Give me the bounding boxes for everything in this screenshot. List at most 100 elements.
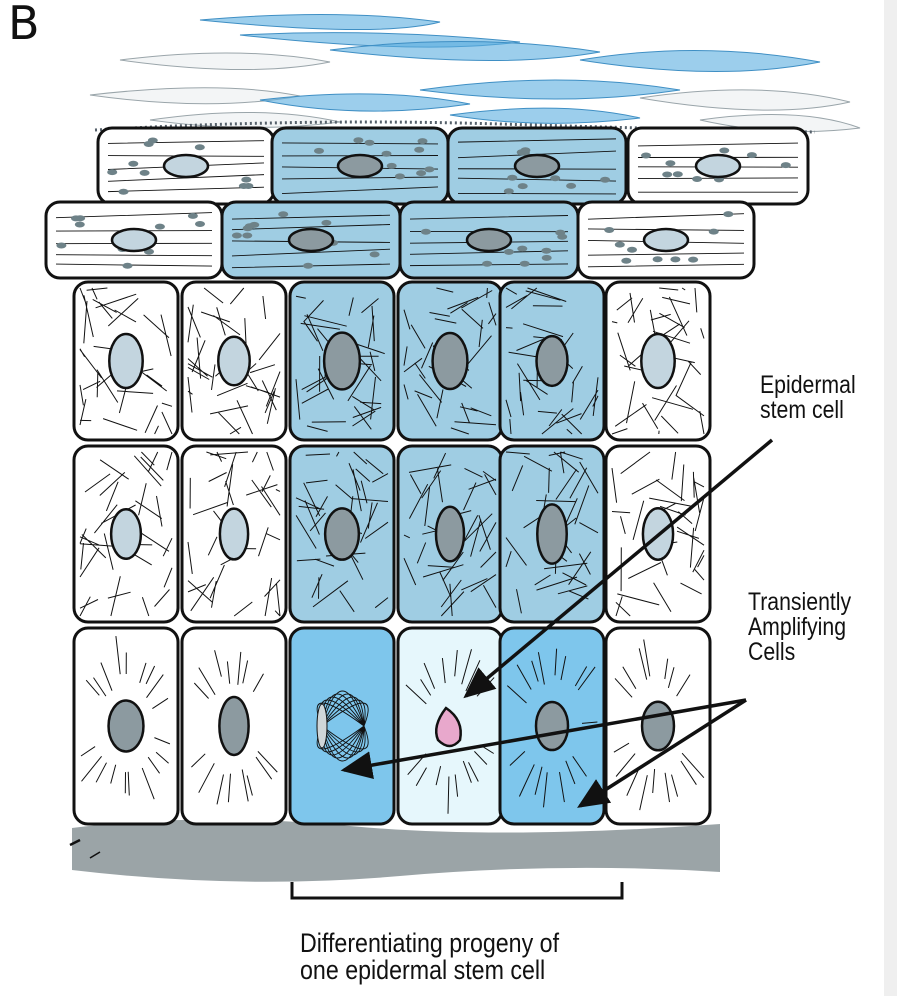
corneum-flake-labeled — [200, 14, 440, 29]
keratohyalin-granule — [314, 148, 324, 154]
keratohyalin-granule — [641, 153, 651, 159]
cell-nucleus — [537, 336, 568, 386]
cell-nucleus — [324, 333, 360, 390]
caption: Differentiating progeny of one epidermal… — [300, 930, 559, 984]
corneum-flake-labeled — [450, 108, 640, 123]
keratohyalin-granule — [600, 177, 610, 183]
chromosomes — [317, 704, 327, 748]
corneum-flake-labeled — [420, 80, 680, 99]
keratohyalin-granule — [615, 242, 625, 248]
keratohyalin-granule — [242, 233, 252, 239]
keratohyalin-granule — [418, 138, 428, 144]
basement-membrane — [72, 819, 720, 881]
keratohyalin-granule — [670, 256, 680, 262]
keratohyalin-granule — [382, 151, 392, 157]
cell-nucleus — [325, 508, 359, 559]
keratohyalin-granule — [155, 224, 165, 230]
keratohyalin-granule — [278, 211, 288, 217]
keratohyalin-granule — [566, 183, 576, 189]
granular-nucleus — [338, 155, 382, 177]
keratohyalin-granule — [56, 243, 66, 249]
keratohyalin-granule — [421, 229, 431, 235]
keratohyalin-granule — [424, 166, 434, 172]
keratohyalin-granule — [75, 222, 85, 228]
keratohyalin-granule — [504, 249, 514, 255]
corneum-flake — [150, 112, 340, 127]
stem-cell-label-line: stem cell — [760, 398, 856, 423]
keratohyalin-granule — [119, 189, 129, 195]
keratohyalin-granule — [555, 230, 565, 236]
keratohyalin-granule — [550, 175, 560, 181]
keratohyalin-granule — [520, 261, 530, 267]
stem-cell-label: Epidermal stem cell — [760, 373, 856, 423]
cell-nucleus — [433, 333, 468, 389]
ta-cells-label: Transiently Amplifying Cells — [748, 590, 851, 665]
keratohyalin-granule — [723, 211, 733, 217]
keratohyalin-granule — [507, 175, 517, 181]
granular-nucleus — [467, 229, 511, 251]
cell-nucleus — [536, 702, 568, 750]
keratohyalin-granule — [140, 170, 150, 176]
cell-nucleus — [436, 507, 464, 562]
cell-nucleus — [641, 334, 674, 388]
corneum-flake-labeled — [580, 50, 820, 71]
keratohyalin-granule — [416, 170, 426, 176]
keratohyalin-granule — [232, 233, 242, 239]
keratohyalin-granule — [692, 176, 702, 182]
keratohyalin-granule — [128, 161, 138, 167]
keratohyalin-granule — [542, 255, 552, 261]
panel-label: B — [8, 0, 40, 46]
keratohyalin-granule — [239, 183, 249, 189]
ta-cells-label-line: Transiently — [748, 590, 851, 615]
keratohyalin-granule — [195, 221, 205, 227]
keratohyalin-granule — [541, 248, 551, 254]
granular-nucleus — [515, 155, 559, 177]
keratohyalin-granule — [627, 247, 637, 253]
keratohyalin-granule — [518, 183, 528, 189]
keratohyalin-granule — [719, 148, 729, 154]
corneum-flake — [120, 53, 330, 70]
right-edge-strip — [884, 0, 897, 996]
granular-nucleus — [289, 229, 333, 251]
keratohyalin-granule — [245, 223, 255, 229]
keratohyalin-granule — [123, 263, 133, 269]
keratohyalin-granule — [365, 140, 375, 146]
ta-cell — [290, 628, 394, 824]
keratohyalin-granule — [781, 162, 791, 168]
caption-line: one epidermal stem cell — [300, 957, 559, 984]
caption-line: Differentiating progeny of — [300, 930, 559, 957]
corneum-flake-labeled — [260, 94, 470, 111]
ta-cells-label-line: Amplifying — [748, 615, 851, 640]
cell-nucleus — [220, 509, 248, 560]
ta-cells-label-line: Cells — [748, 640, 851, 665]
clone-bracket — [292, 882, 622, 898]
cell-nucleus — [219, 697, 248, 755]
keratohyalin-granule — [504, 188, 514, 194]
keratohyalin-granule — [188, 213, 198, 219]
keratohyalin-granule — [370, 251, 380, 257]
keratohyalin-granule — [517, 246, 527, 252]
corneum-flake — [640, 90, 850, 110]
keratohyalin-granule — [353, 137, 363, 143]
keratohyalin-granule — [387, 163, 397, 169]
cell-nucleus — [111, 509, 141, 559]
keratohyalin-granule — [414, 147, 424, 153]
keratohyalin-granule — [604, 227, 614, 233]
keratohyalin-granule — [673, 171, 683, 177]
granular-nucleus — [644, 229, 688, 251]
cell-nucleus — [537, 504, 566, 563]
keratohyalin-granule — [303, 263, 313, 269]
keratohyalin-granule — [662, 172, 672, 178]
cell-nucleus — [109, 701, 144, 752]
granular-nucleus — [164, 155, 208, 177]
keratohyalin-granule — [395, 173, 405, 179]
keratohyalin-granule — [709, 229, 719, 235]
keratohyalin-granule — [71, 215, 81, 221]
keratohyalin-granule — [195, 144, 205, 150]
keratohyalin-granule — [144, 141, 154, 147]
keratohyalin-granule — [688, 257, 698, 263]
keratohyalin-granule — [107, 169, 117, 175]
keratohyalin-granule — [321, 220, 331, 226]
keratohyalin-granule — [482, 261, 492, 267]
